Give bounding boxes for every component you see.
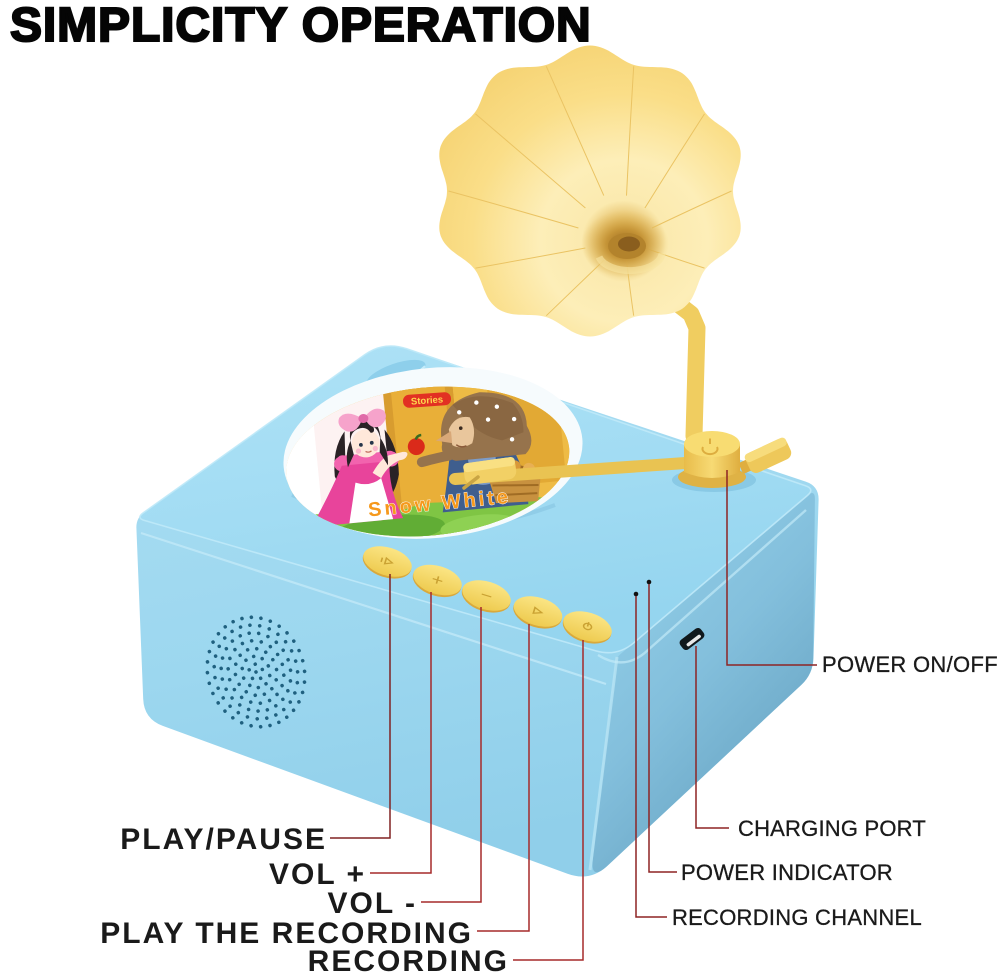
- svg-text:CHARGING PORT: CHARGING PORT: [738, 816, 926, 841]
- svg-text:Stories: Stories: [411, 394, 444, 407]
- svg-text:POWER INDICATOR: POWER INDICATOR: [681, 860, 893, 885]
- svg-text:PLAY/PAUSE: PLAY/PAUSE: [120, 823, 327, 856]
- svg-text:PLAY THE RECORDING: PLAY THE RECORDING: [100, 917, 473, 950]
- svg-text:VOL -: VOL -: [328, 887, 417, 920]
- svg-text:RECORDING: RECORDING: [308, 945, 509, 976]
- svg-text:VOL +: VOL +: [269, 858, 366, 891]
- svg-text:POWER ON/OFF: POWER ON/OFF: [822, 652, 998, 677]
- svg-text:SIMPLICITY OPERATION: SIMPLICITY OPERATION: [10, 0, 592, 52]
- svg-text:RECORDING CHANNEL: RECORDING CHANNEL: [672, 905, 922, 930]
